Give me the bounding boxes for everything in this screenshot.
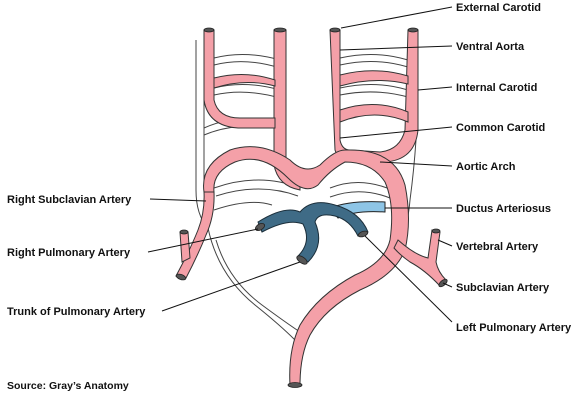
labels: External Carotid Ventral Aorta Internal … bbox=[7, 2, 572, 392]
leader-lines bbox=[148, 7, 452, 322]
label-right-pulmonary-artery: Right Pulmonary Artery bbox=[7, 247, 131, 259]
label-left-pulmonary-artery: Left Pulmonary Artery bbox=[456, 322, 572, 334]
label-vertebral-artery: Vertebral Artery bbox=[456, 241, 539, 253]
pulmonary-vessels bbox=[254, 202, 385, 266]
regressed-vessel-outlines bbox=[196, 40, 416, 340]
label-external-carotid: External Carotid bbox=[456, 2, 541, 14]
label-right-subclavian-artery: Right Subclavian Artery bbox=[7, 194, 132, 206]
label-ventral-aorta: Ventral Aorta bbox=[456, 41, 525, 53]
label-trunk-of-pulmonary-artery: Trunk of Pulmonary Artery bbox=[7, 306, 146, 318]
label-ductus-arteriosus: Ductus Arteriosus bbox=[456, 203, 551, 215]
label-aortic-arch: Aortic Arch bbox=[456, 161, 516, 173]
label-internal-carotid: Internal Carotid bbox=[456, 82, 537, 94]
source-credit: Source: Gray’s Anatomy bbox=[7, 380, 129, 392]
label-common-carotid: Common Carotid bbox=[456, 122, 545, 134]
label-subclavian-artery: Subclavian Artery bbox=[456, 282, 550, 294]
